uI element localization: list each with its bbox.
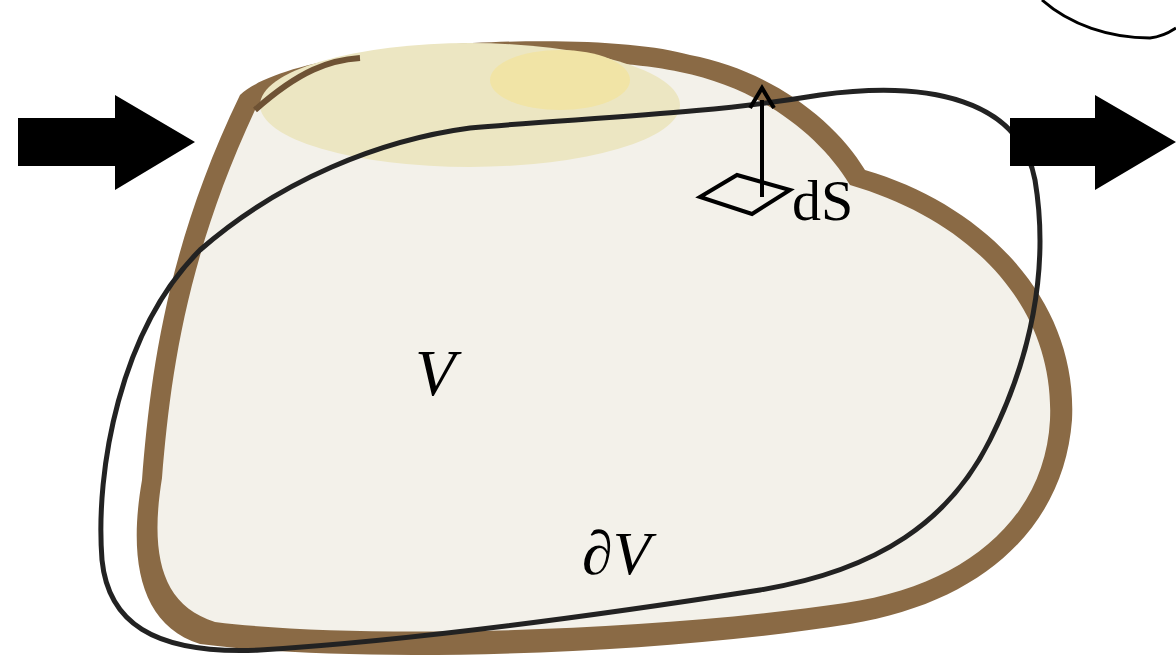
left-arrow xyxy=(18,95,195,190)
potato-fluff xyxy=(260,43,680,167)
butter xyxy=(490,50,630,110)
surface-element-label: dS xyxy=(792,172,853,230)
top-right-curve xyxy=(1042,0,1176,38)
potato-skin xyxy=(137,41,1073,655)
normal-arrow-shaft xyxy=(760,100,764,197)
volume-label: V xyxy=(415,340,455,406)
normal-arrowhead xyxy=(750,88,774,108)
skin-edge-top xyxy=(255,58,360,110)
volume-outline xyxy=(101,90,1040,650)
boundary-label: ∂V xyxy=(582,522,651,584)
right-arrow xyxy=(1010,95,1176,190)
surface-element xyxy=(700,175,790,214)
